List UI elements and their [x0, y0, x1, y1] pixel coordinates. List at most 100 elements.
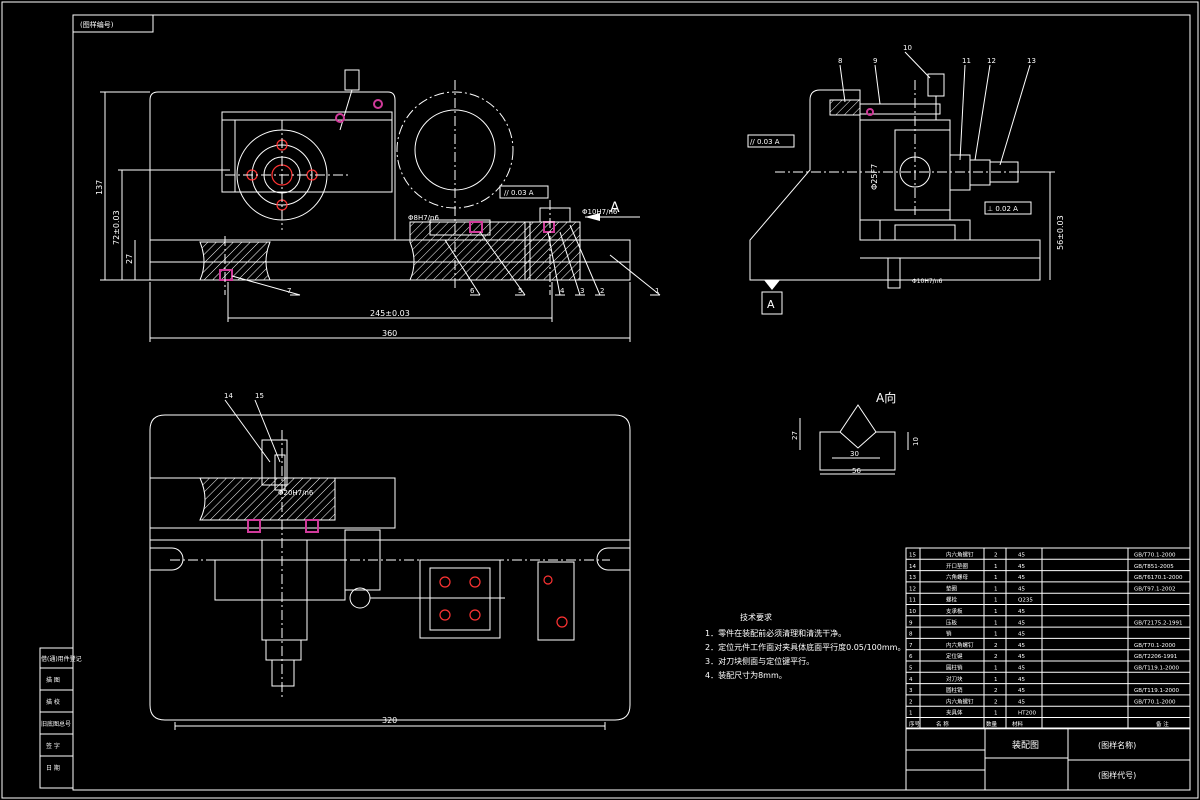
bom-cell: 圆柱销: [946, 664, 963, 672]
inner-frame: [72, 14, 1191, 791]
bom-cell: 内六角螺钉: [946, 551, 974, 559]
title-block: 装配图 (图样名称) (图样代号): [905, 727, 1191, 791]
drawing-name: (图样名称): [1098, 740, 1136, 750]
bom-cell: 11: [909, 598, 916, 604]
aview-dim-27: 27: [791, 431, 799, 440]
bom-cell: 1: [994, 632, 998, 638]
bom-cell: GB/T70.1-2000: [1134, 699, 1176, 705]
bom-cell: GB/T70.1-2000: [1134, 643, 1176, 649]
strip-label: 描 图: [46, 676, 60, 684]
dim-137: 137: [95, 180, 104, 195]
bom-cell: 1: [994, 666, 998, 672]
bom-cell: 5: [909, 666, 913, 672]
aview-dim-56: 56: [852, 467, 861, 475]
bom-cell: GB/T2175.2-1991: [1134, 620, 1182, 626]
bom-header: 备 注: [1156, 720, 1169, 728]
balloon-6: 6: [470, 287, 475, 295]
balloon-5: 5: [518, 287, 522, 295]
bom-cell: 4: [909, 677, 913, 683]
fit-dim: Φ8H7/n6: [408, 214, 439, 222]
top-left-title-box: (图样编号): [72, 14, 154, 33]
drawing-no: (图样代号): [1098, 770, 1136, 780]
tech-heading: 技术要求: [740, 612, 772, 622]
left-strip: 借(通)用件登记 描 图 描 校 旧底图总号 签 字 日 期: [39, 647, 82, 789]
bom-cell: 3: [909, 688, 913, 694]
bom-cell: 1: [994, 598, 998, 604]
view-arrow-label: A: [610, 200, 620, 216]
bom-cell: 8: [909, 632, 913, 638]
bom-cell: 45: [1018, 688, 1025, 694]
bom-cell: 45: [1018, 677, 1025, 683]
bom-cell: GB/T70.1-2000: [1134, 553, 1176, 559]
bom-cell: HT200: [1018, 711, 1036, 717]
bom-header: 序号: [909, 720, 921, 728]
drawing-number-label: (图样编号): [80, 20, 114, 29]
bom-cell: GB/T851-2005: [1134, 564, 1174, 570]
dim-320: 320: [382, 716, 397, 725]
bom-cell: 内六角螺钉: [946, 641, 974, 649]
bom-cell: 内六角螺钉: [946, 697, 974, 705]
bom-cell: 13: [909, 575, 916, 581]
bom-cell: GB/T6170.1-2000: [1134, 575, 1183, 581]
bom-cell: 10: [909, 609, 916, 615]
bom-cell: GB/T119.1-2000: [1134, 666, 1179, 672]
bom-cell: GB/T119.1-2000: [1134, 688, 1179, 694]
bom-cell: 45: [1018, 643, 1025, 649]
bom-header: 名 称: [936, 720, 949, 728]
bom-cell: 夹具体: [946, 709, 963, 717]
bom-cell: 垫圈: [946, 584, 958, 592]
bom-cell: 销: [946, 630, 952, 638]
tolerance-frame: ⊥ 0.02 A: [987, 205, 1018, 213]
tech-item: 4．装配尺寸为8mm。: [705, 670, 787, 680]
bom-cell: 定位键: [946, 652, 963, 660]
dim-245: 245±0.03: [370, 309, 410, 318]
bom-cell: 45: [1018, 666, 1025, 672]
bom-cell: GB/T97.1-2002: [1134, 586, 1175, 592]
balloon-1: 1: [655, 287, 659, 295]
aview-dim-30: 30: [850, 450, 859, 458]
bom-header: 材料: [1012, 720, 1024, 728]
bom-cell: 1: [994, 586, 998, 592]
bom-cell: 支承板: [946, 607, 963, 615]
dim-360: 360: [382, 329, 397, 338]
fit-dim: Φ20H7/n6: [278, 489, 314, 497]
tolerance-frame: // 0.03 A: [750, 138, 780, 146]
a-view-label: A向: [876, 390, 896, 405]
bom-cell: 45: [1018, 586, 1025, 592]
bom-cell: 圆柱销: [946, 686, 963, 694]
fit-dim: Φ10H7/n6: [912, 278, 943, 285]
bom-cell: 2: [909, 699, 913, 705]
tech-item: 3．对刀块侧面与定位键平行。: [705, 656, 814, 666]
bom-cell: 14: [909, 564, 916, 570]
balloon-14: 14: [224, 392, 233, 400]
balloon-2: 2: [600, 287, 604, 295]
assembly-title: 装配图: [1012, 739, 1039, 751]
bom-cell: GB/T2206-1991: [1134, 654, 1177, 660]
bom-cell: 15: [909, 553, 916, 559]
bom-cell: 1: [994, 711, 998, 717]
strip-label: 借(通)用件登记: [41, 655, 82, 663]
bom-cell: 开口垫圈: [946, 562, 969, 570]
balloon-7: 7: [287, 287, 291, 295]
bom-cell: 2: [994, 699, 998, 705]
balloon-4: 4: [560, 287, 565, 295]
bom-cell: Q235: [1018, 598, 1033, 604]
bom-cell: 2: [994, 643, 998, 649]
aview-dim-10: 10: [912, 437, 920, 446]
balloon-3: 3: [580, 287, 584, 295]
balloon-15: 15: [255, 392, 264, 400]
balloon-11: 11: [962, 57, 971, 65]
bom-cell: 2: [994, 553, 998, 559]
bom-cell: 1: [994, 564, 998, 570]
balloon-13: 13: [1027, 57, 1036, 65]
a-view-detail: A向 27 10 30 56: [791, 390, 920, 475]
balloon-8: 8: [838, 57, 842, 65]
tolerance-frame: // 0.03 A: [504, 189, 534, 197]
bore-dim: Φ25F7: [870, 164, 879, 190]
fit-dim: Φ10H7/n6: [582, 208, 618, 216]
tech-item: 2．定位元件工作面对夹具体底面平行度0.05/100mm。: [705, 642, 905, 652]
bom-cell: 螺栓: [946, 596, 958, 604]
